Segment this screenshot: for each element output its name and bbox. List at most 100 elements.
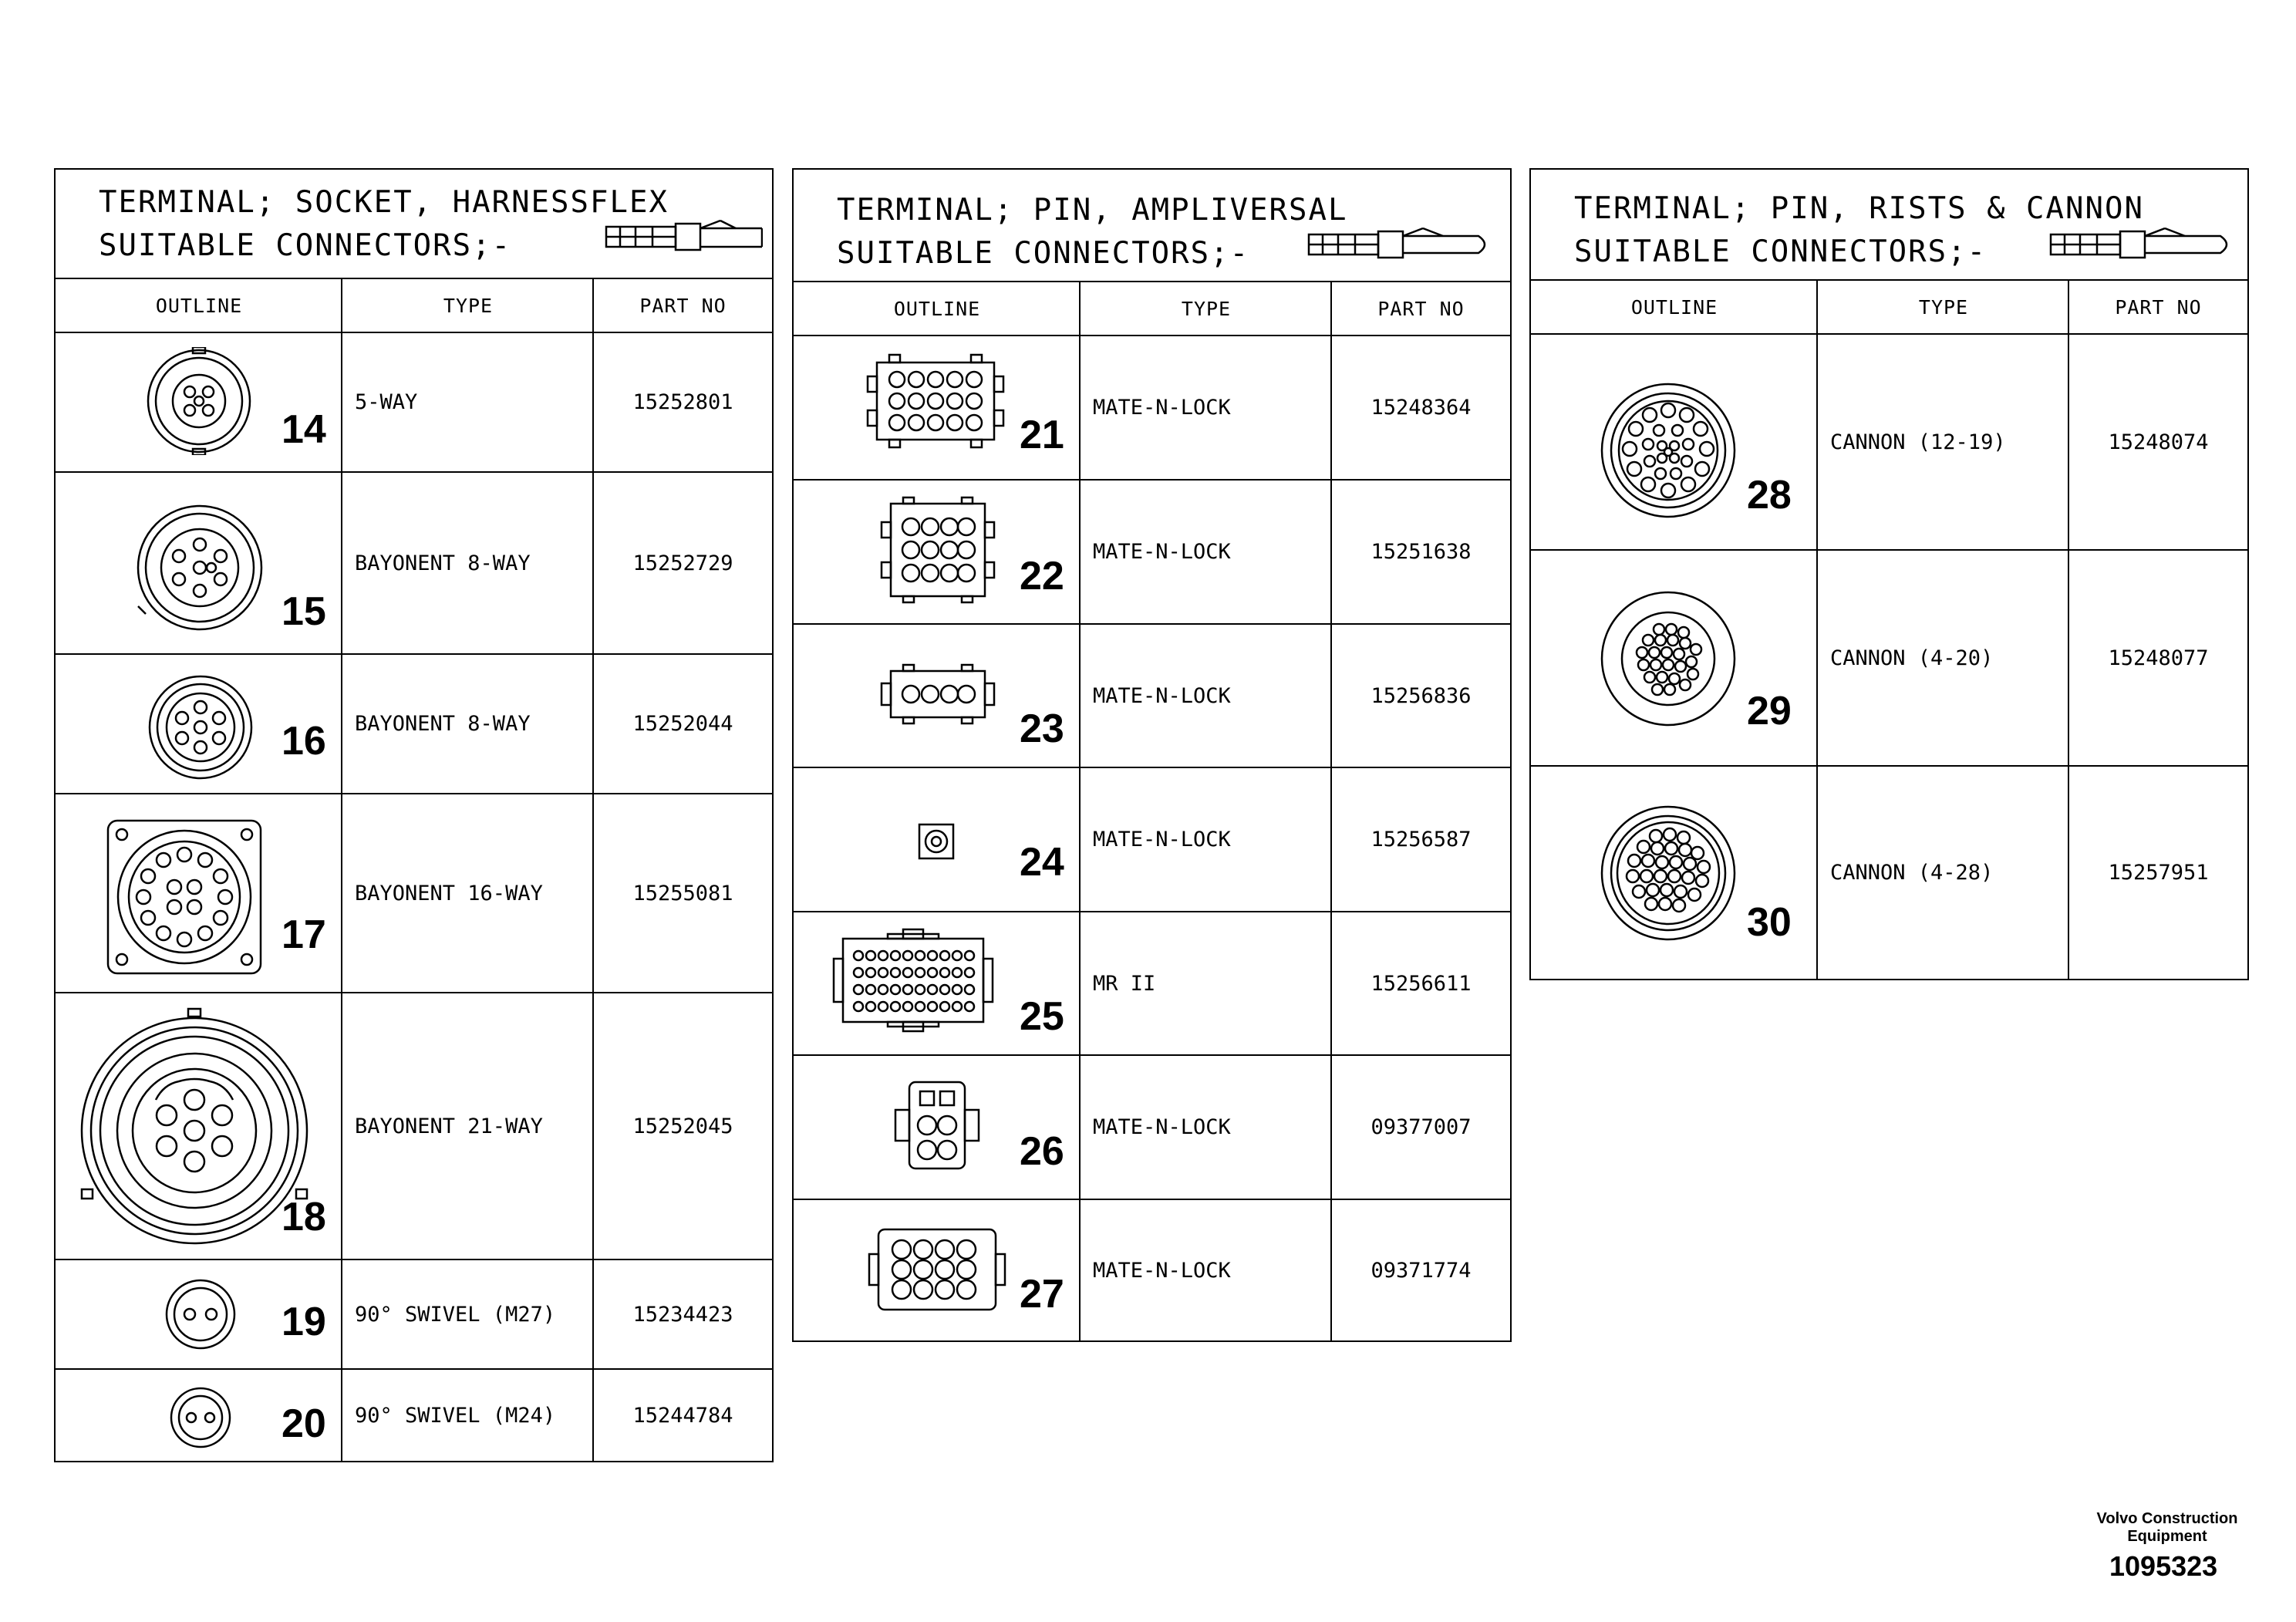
title-line-1: TERMINAL; PIN, RISTS & CANNON [1574, 191, 2144, 226]
connector-number: 15 [282, 589, 326, 634]
connector-table-harnessflex: TERMINAL; SOCKET, HARNESSFLEX SUITABLE C… [54, 168, 774, 1462]
part-number: 15248077 [2108, 646, 2209, 670]
header-part-no: PART NO [2115, 295, 2202, 319]
part-number: 15244784 [632, 1403, 733, 1428]
table-row: 22 MATE-N-LOCK 15251638 [794, 481, 1510, 625]
connector-22-outline-icon [880, 496, 996, 604]
connector-type: MATE-N-LOCK [1093, 828, 1231, 851]
connector-number: 23 [1020, 706, 1064, 751]
column-divider [592, 279, 594, 1461]
part-number: 15255081 [632, 881, 733, 905]
table-row: 19 90° SWIVEL (M27) 15234423 [56, 1260, 772, 1370]
header-type: TYPE [443, 294, 494, 317]
header-outline: OUTLINE [155, 294, 243, 317]
company-name: Volvo Construction Equipment [2096, 1510, 2238, 1545]
connector-type: MATE-N-LOCK [1093, 540, 1231, 564]
column-divider [1079, 282, 1081, 1340]
pin-terminal-icon [2049, 227, 2228, 259]
table-title: TERMINAL; SOCKET, HARNESSFLEX SUITABLE C… [56, 170, 772, 279]
table-row: 28 CANNON (12-19) 15248074 [1531, 335, 2247, 551]
connector-27-outline-icon [868, 1228, 1006, 1311]
connector-14-outline-icon [147, 347, 251, 455]
table-row: 14 5-WAY 15252801 [56, 333, 772, 473]
connector-type: 90° SWIVEL (M27) [355, 1302, 556, 1327]
connector-type: MATE-N-LOCK [1093, 1258, 1231, 1283]
connector-number: 26 [1020, 1129, 1064, 1174]
part-number: 15257951 [2108, 861, 2209, 885]
table-row: 30 CANNON (4-28) 15257951 [1531, 767, 2247, 979]
socket-terminal-icon [605, 219, 763, 251]
header-outline: OUTLINE [893, 297, 981, 320]
table-row: 25 MR II 15256611 [794, 912, 1510, 1056]
connector-type: CANNON (12-19) [1830, 430, 2006, 454]
header-type: TYPE [1918, 295, 1969, 319]
connector-29-outline-icon [1600, 591, 1736, 727]
header-type: TYPE [1181, 297, 1232, 320]
connector-number: 17 [282, 912, 326, 957]
connector-type: BAYONENT 21-WAY [355, 1114, 543, 1138]
connector-type: MATE-N-LOCK [1093, 1115, 1231, 1139]
connector-number: 24 [1020, 840, 1064, 885]
connector-type: 90° SWIVEL (M24) [355, 1403, 556, 1428]
title-line-2: SUITABLE CONNECTORS;- [99, 228, 512, 263]
connector-type: MATE-N-LOCK [1093, 396, 1231, 420]
connector-type: BAYONENT 16-WAY [355, 881, 543, 905]
connector-type: BAYONENT 8-WAY [355, 551, 531, 575]
connector-type: CANNON (4-20) [1830, 646, 1994, 670]
connector-18-outline-icon [80, 1007, 308, 1245]
part-number: 15251638 [1371, 540, 1472, 564]
connector-number: 18 [282, 1195, 326, 1239]
connector-number: 14 [282, 407, 326, 452]
part-number: 15256836 [1371, 683, 1472, 708]
title-line-2: SUITABLE CONNECTORS;- [837, 236, 1250, 271]
table-row: 23 MATE-N-LOCK 15256836 [794, 625, 1510, 768]
pin-terminal-icon [1307, 227, 1486, 259]
connector-number: 22 [1020, 554, 1064, 599]
header-part-no: PART NO [1377, 297, 1465, 320]
table-row: 16 BAYONENT 8-WAY 15252044 [56, 655, 772, 794]
part-number: 09377007 [1371, 1115, 1472, 1139]
table-row: 27 MATE-N-LOCK 09371774 [794, 1200, 1510, 1340]
connector-17-outline-icon [106, 819, 262, 975]
connector-number: 16 [282, 719, 326, 764]
header-row: OUTLINE TYPE PART NO [1531, 281, 2247, 335]
part-number: 15252729 [632, 551, 733, 575]
connector-30-outline-icon [1600, 805, 1736, 941]
table-row: 15 BAYONENT 8-WAY 15252729 [56, 473, 772, 655]
connector-table-ampliversal: TERMINAL; PIN, AMPLIVERSAL SUITABLE CONN… [792, 168, 1512, 1342]
connector-23-outline-icon [880, 663, 996, 725]
table-row: 18 BAYONENT 21-WAY 15252045 [56, 993, 772, 1260]
connector-21-outline-icon [866, 353, 1005, 449]
table-title: TERMINAL; PIN, RISTS & CANNON SUITABLE C… [1531, 170, 2247, 281]
table-row: 24 MATE-N-LOCK 15256587 [794, 768, 1510, 912]
part-number: 15252044 [632, 712, 733, 736]
connector-type: BAYONENT 8-WAY [355, 712, 531, 736]
table-row: 20 90° SWIVEL (M24) 15244784 [56, 1370, 772, 1461]
connector-type: MATE-N-LOCK [1093, 683, 1231, 708]
connector-28-outline-icon [1600, 383, 1736, 518]
part-number: 15252801 [632, 390, 733, 414]
title-line-1: TERMINAL; PIN, AMPLIVERSAL [837, 193, 1348, 228]
column-divider [2068, 281, 2069, 979]
column-divider [341, 279, 342, 1461]
connector-25-outline-icon [832, 928, 994, 1033]
header-row: OUTLINE TYPE PART NO [56, 279, 772, 333]
connector-number: 28 [1747, 473, 1792, 518]
connector-16-outline-icon [148, 675, 253, 780]
connector-number: 21 [1020, 413, 1064, 457]
table-row: 26 MATE-N-LOCK 09377007 [794, 1056, 1510, 1200]
header-outline: OUTLINE [1630, 295, 1718, 319]
connector-15-outline-icon [137, 504, 263, 631]
connector-number: 20 [282, 1401, 326, 1446]
connector-type: CANNON (4-28) [1830, 861, 1994, 885]
part-number: 15248074 [2108, 430, 2209, 454]
header-part-no: PART NO [639, 294, 727, 317]
connector-number: 25 [1020, 994, 1064, 1039]
connector-number: 27 [1020, 1272, 1064, 1317]
connector-number: 29 [1747, 689, 1792, 733]
title-line-1: TERMINAL; SOCKET, HARNESSFLEX [99, 185, 669, 220]
title-line-2: SUITABLE CONNECTORS;- [1574, 234, 1988, 269]
part-number: 15248364 [1371, 396, 1472, 420]
connector-26-outline-icon [894, 1081, 980, 1170]
table-row: 17 BAYONENT 16-WAY 15255081 [56, 794, 772, 993]
